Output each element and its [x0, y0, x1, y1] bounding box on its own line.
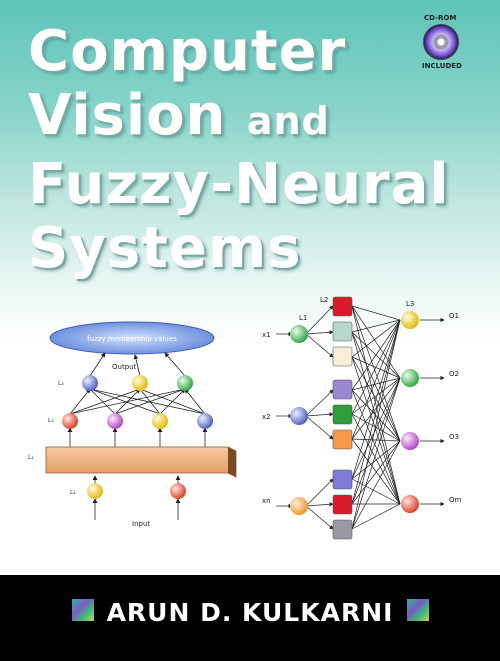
node-l4-2 — [132, 375, 148, 391]
layer-label-l3: L3 — [406, 300, 414, 308]
membership-ellipse-label: fuzzy membership values — [87, 335, 177, 343]
layer-label-1: L₁ — [70, 489, 76, 496]
node-l3-3 — [152, 413, 168, 429]
decorative-tile-left — [72, 599, 94, 621]
block-3 — [332, 346, 353, 367]
title-word-and: and — [246, 99, 330, 143]
cd-disc-icon — [423, 24, 459, 60]
layer-label-4: L₄ — [58, 380, 64, 387]
input-xn: xn — [262, 497, 271, 505]
fuzzy-blocks — [332, 296, 353, 540]
author-band: ARUN D. KULKARNI — [0, 575, 500, 661]
title-line-2: Vision and — [28, 84, 450, 153]
title-word-vision: Vision — [28, 83, 227, 148]
node-l1-2 — [170, 483, 186, 499]
node-l1-1 — [87, 483, 103, 499]
membership-ellipse — [49, 321, 215, 355]
output-om: Om — [449, 496, 462, 504]
output-o1: O1 — [449, 312, 459, 320]
node-l3-2 — [107, 413, 123, 429]
output-o2: O2 — [449, 370, 459, 378]
block-6 — [332, 429, 353, 450]
layer-label-l2: L2 — [320, 296, 328, 304]
title-line-3: Fuzzy-Neural — [28, 152, 450, 217]
node-xn — [290, 497, 308, 515]
left-connections — [67, 352, 208, 520]
node-x2 — [290, 407, 308, 425]
book-title: Computer Vision and Fuzzy-Neural Systems — [28, 20, 450, 281]
bar-side — [228, 447, 236, 477]
block-4 — [332, 379, 353, 400]
left-network: fuzzy membership values Output — [28, 321, 237, 528]
block-9 — [332, 519, 353, 540]
node-o1 — [401, 311, 419, 329]
author-name: ARUN D. KULKARNI — [106, 598, 394, 627]
decorative-tile-right — [407, 599, 429, 621]
node-x1 — [290, 325, 308, 343]
output-label: Output — [112, 363, 137, 371]
node-o3 — [401, 432, 419, 450]
output-o3: O3 — [449, 433, 459, 441]
cd-included-label: INCLUDED — [422, 62, 462, 70]
node-l3-4 — [197, 413, 213, 429]
title-line-4: Systems — [28, 216, 302, 281]
layer-label-l1: L1 — [299, 314, 307, 322]
cd-rom-badge: CD-ROM INCLUDED — [412, 8, 472, 72]
layer-label-3: L₃ — [48, 417, 54, 424]
right-network: L1 L2 L3 x1 x2 xn O1 — [262, 296, 462, 540]
right-connections — [276, 305, 445, 530]
block-8 — [332, 494, 353, 515]
input-x1: x1 — [262, 331, 271, 339]
block-5 — [332, 404, 353, 425]
block-1 — [332, 296, 353, 317]
layer-label-2: L₂ — [28, 454, 34, 461]
network-diagrams: fuzzy membership values Output — [28, 296, 462, 540]
input-label: Input — [132, 520, 150, 528]
node-o2 — [401, 369, 419, 387]
node-l4-3 — [177, 375, 193, 391]
node-l3-1 — [62, 413, 78, 429]
node-om — [401, 495, 419, 513]
input-x2: x2 — [262, 413, 271, 421]
fuzzification-bar — [45, 446, 237, 478]
block-7 — [332, 469, 353, 490]
cd-rom-label: CD-ROM — [424, 14, 457, 22]
block-2 — [332, 321, 353, 342]
title-line-1: Computer — [28, 19, 347, 84]
node-l4-1 — [82, 375, 98, 391]
